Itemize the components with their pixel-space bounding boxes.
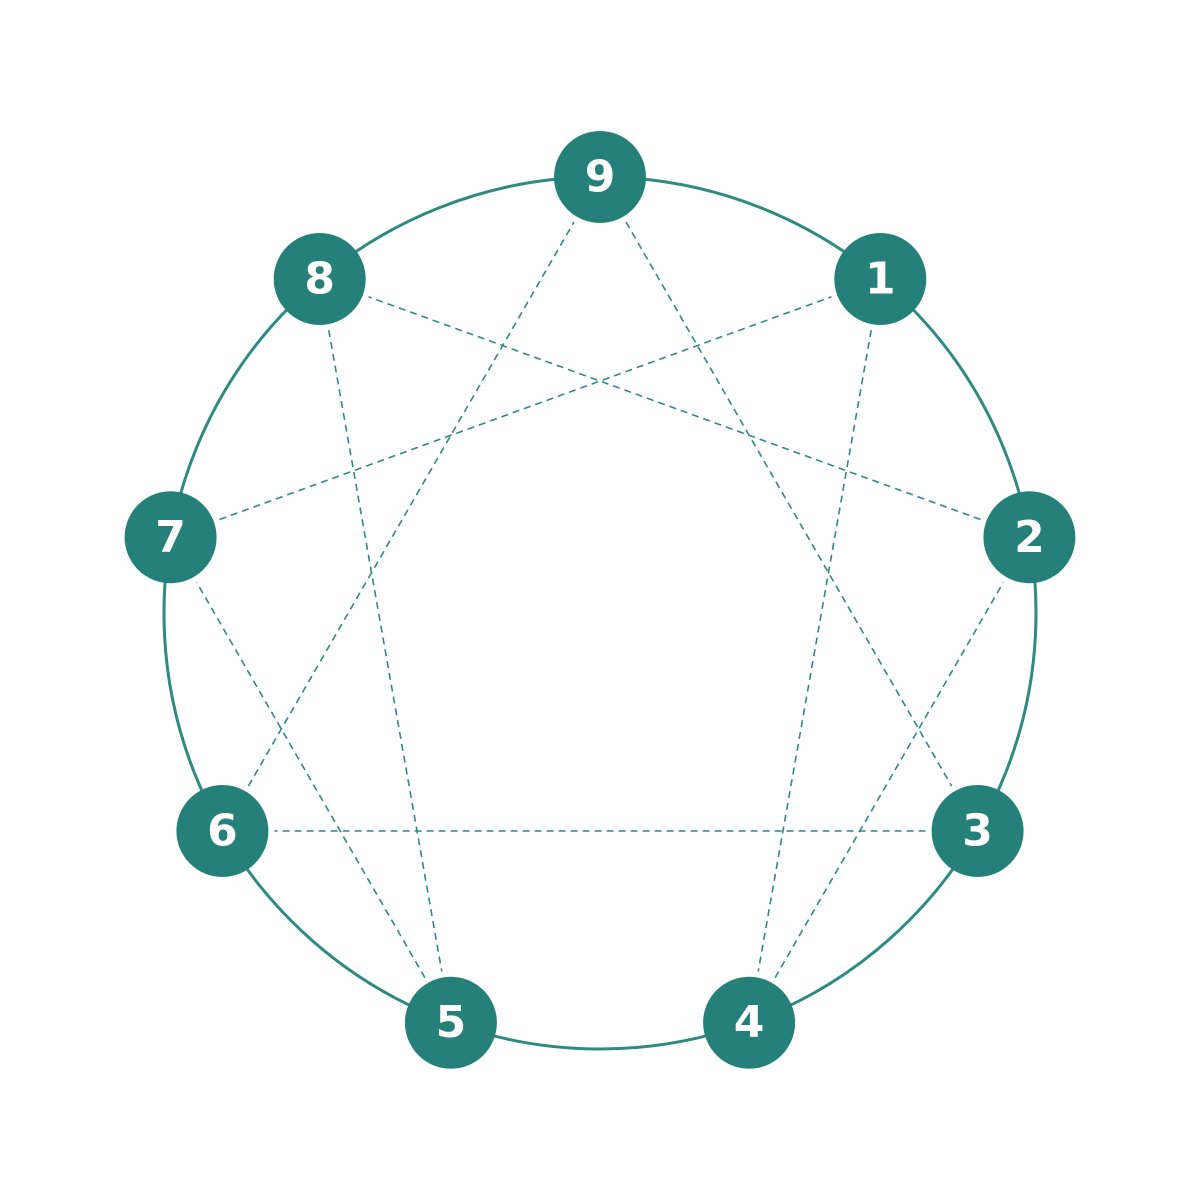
connection-line-5-7: [195, 581, 426, 979]
connection-line-1-4: [757, 330, 872, 972]
point-node-9: 9: [554, 131, 646, 223]
point-node-circle: [273, 233, 366, 325]
point-node-4: 4: [703, 976, 796, 1069]
point-node-6: 6: [176, 785, 269, 877]
connection-line-4-2: [774, 581, 1005, 979]
point-node-circle: [176, 785, 269, 877]
point-node-circle: [404, 976, 497, 1069]
point-node-5: 5: [404, 976, 497, 1069]
point-node-circle: [554, 131, 646, 223]
point-node-circle: [834, 233, 927, 325]
point-node-label: 3: [962, 806, 993, 857]
connection-line-7-1: [219, 296, 832, 521]
point-node-circle: [703, 976, 796, 1069]
connection-line-8-5: [328, 330, 443, 972]
point-nodes: 9 1 2 3 4 5 6 7 8: [124, 131, 1076, 1069]
point-node-label: 4: [734, 997, 765, 1048]
point-node-label: 6: [207, 806, 238, 857]
point-node-1: 1: [834, 233, 927, 325]
point-node-circle: [931, 785, 1024, 877]
point-node-circle: [983, 491, 1076, 584]
point-node-label: 9: [585, 152, 616, 203]
point-node-label: 7: [155, 512, 186, 563]
point-node-label: 1: [865, 254, 896, 305]
connection-line-9-3: [625, 221, 953, 787]
point-node-7: 7: [124, 491, 217, 584]
connection-lines: [195, 221, 1005, 979]
point-node-label: 5: [436, 997, 467, 1048]
point-node-8: 8: [273, 233, 366, 325]
point-node-3: 3: [931, 785, 1024, 877]
point-node-label: 2: [1014, 512, 1045, 563]
point-node-label: 8: [304, 254, 335, 305]
point-node-circle: [124, 491, 217, 584]
connection-line-6-9: [247, 221, 575, 787]
connection-line-2-8: [368, 296, 981, 521]
point-node-2: 2: [983, 491, 1076, 584]
